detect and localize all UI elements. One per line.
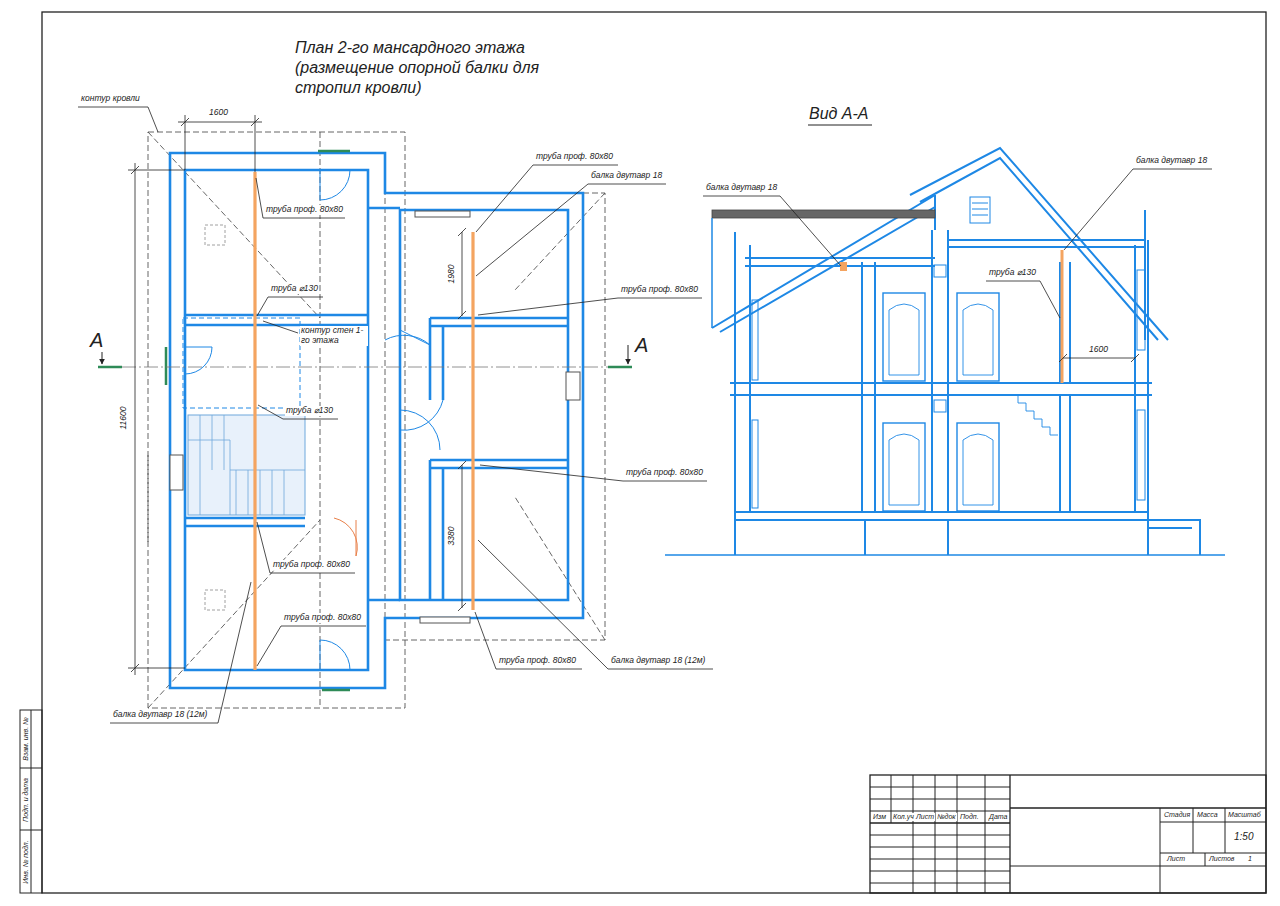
table-cell: 1 <box>1247 855 1253 863</box>
table-header: Стадия <box>1163 811 1191 819</box>
table-cell: 1:50 <box>1233 831 1254 843</box>
beam-note: балка двутавр 18 <box>705 183 778 193</box>
pipe-note: труба проф. 80х80 <box>283 613 362 623</box>
dimension: 11600 <box>119 405 129 430</box>
pipe-note: труба проф. 80х80 <box>498 656 577 666</box>
pipe-note: труба проф. 80х80 <box>625 468 704 478</box>
pipe-note: труба ⌀130 <box>988 268 1037 278</box>
beam-note: балка двутавр 18 (12м) <box>112 710 208 720</box>
beam-note: балка двутавр 18 <box>1135 156 1208 166</box>
wall-note: контур стен 1-го этажа <box>300 326 368 346</box>
table-header: №док <box>936 813 957 821</box>
pipe-note: труба проф. 80х80 <box>535 152 614 162</box>
dimension: 1980 <box>447 264 457 285</box>
table-header: Подп. <box>959 813 980 821</box>
roof-note: контур кровли <box>80 94 141 104</box>
pipe-note: труба проф. 80х80 <box>272 560 351 570</box>
beam-note: балка двутавр 18 <box>590 171 663 181</box>
sheet-title: План 2-го мансардного этажа (размещение … <box>295 38 557 98</box>
table-header: Кол.уч <box>892 813 915 821</box>
pipe-note: труба проф. 80х80 <box>620 285 699 295</box>
table-header: Изм <box>872 813 887 821</box>
table-header: Листов <box>1208 855 1236 863</box>
table-header: Лист <box>1166 855 1186 863</box>
pipe-note: труба проф. 80х80 <box>265 205 344 215</box>
table-header: Дата <box>988 813 1008 821</box>
stamp-field: Взам. инв. № <box>22 716 30 761</box>
section-mark: А <box>89 329 104 352</box>
beam-note: балка двутавр 18 (12м) <box>610 656 706 666</box>
dimension: 1600 <box>208 108 229 118</box>
view-title: Вид А-А <box>808 105 870 123</box>
dimension: 3380 <box>447 526 457 547</box>
pipe-note: труба ⌀130 <box>285 406 334 416</box>
table-header: Масса <box>1196 811 1219 819</box>
dimension: 1600 <box>1088 345 1109 355</box>
stamp-field: Инв. № подл. <box>22 839 30 884</box>
stamp-field: Подп. и дата <box>22 777 30 823</box>
section-mark: А <box>634 334 649 357</box>
table-header: Лист <box>915 813 935 821</box>
pipe-note: труба ⌀130 <box>270 284 319 294</box>
table-header: Масштаб <box>1227 811 1262 819</box>
